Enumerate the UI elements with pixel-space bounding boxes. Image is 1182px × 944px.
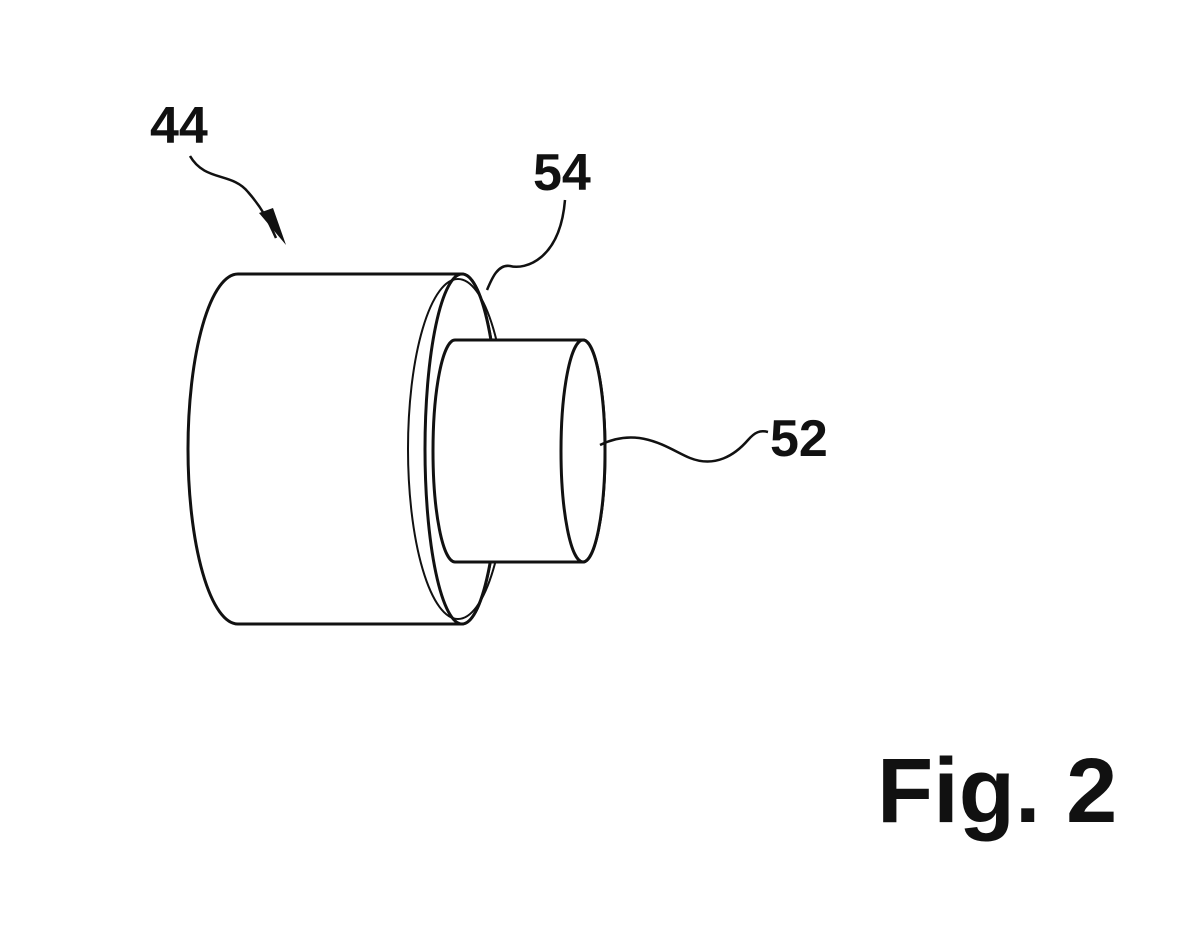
leader-44-arrowhead: [259, 208, 286, 245]
leader-44: [188, 155, 286, 245]
label-54: 54: [533, 144, 591, 202]
leader-44-line: [188, 155, 278, 239]
figure-caption: Fig. 2: [877, 740, 1117, 842]
leader-52: [599, 430, 769, 463]
label-44: 44: [150, 97, 208, 155]
leader-54: [485, 199, 567, 291]
label-52: 52: [770, 410, 828, 468]
small-cylinder: [431, 338, 607, 564]
small-cylinder-end-face: [559, 338, 607, 564]
